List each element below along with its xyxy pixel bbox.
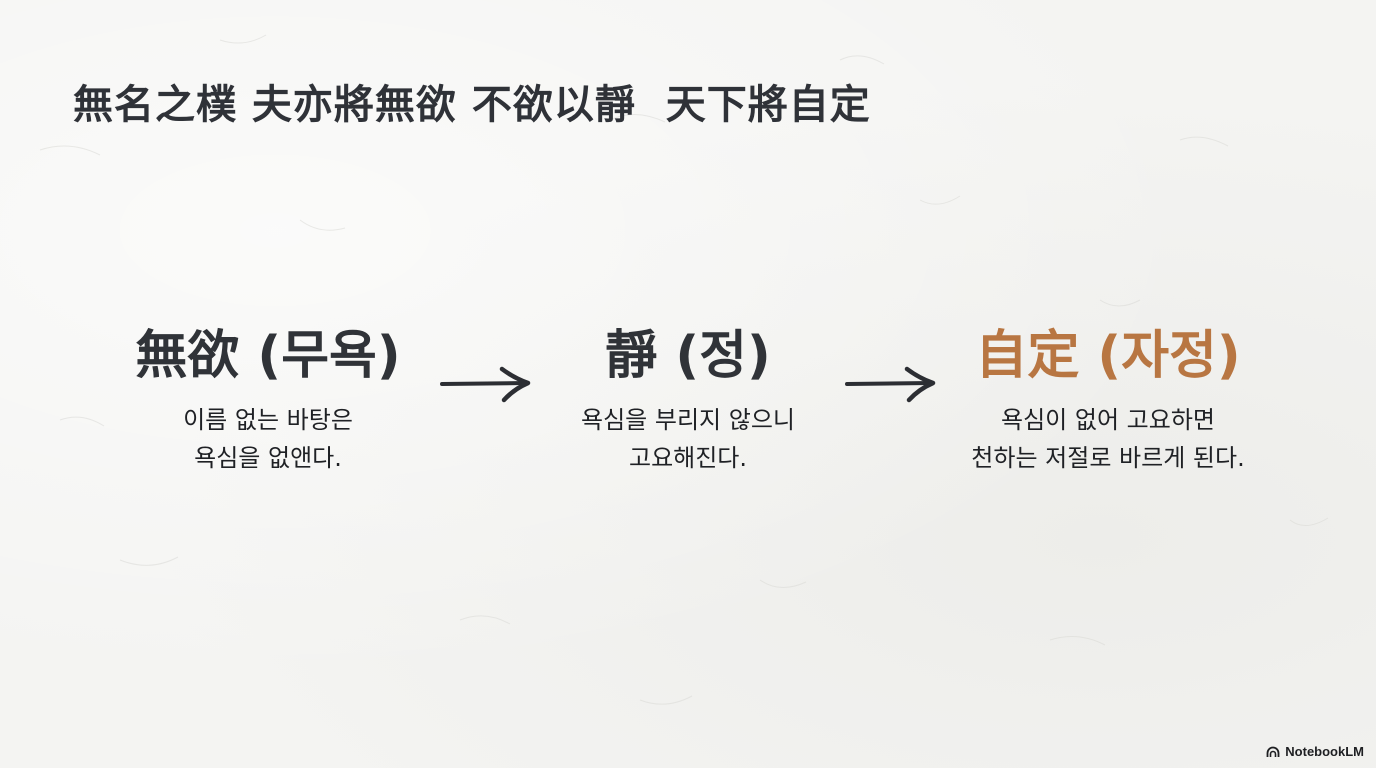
notebooklm-logo-icon <box>1266 746 1280 757</box>
stage-description: 이름 없는 바탕은 욕심을 없앤다. <box>58 401 478 477</box>
stage-description-line: 욕심이 없어 고요하면 <box>1001 406 1215 434</box>
stage-label: 無欲 (무욕) <box>135 326 401 386</box>
stage-no-desire: 無欲 (무욕) 이름 없는 바탕은 욕심을 없앤다. <box>58 325 478 477</box>
arrow-right-icon <box>440 366 531 403</box>
stage-description-line: 욕심을 부리지 않으니 <box>581 406 795 434</box>
brand-label: NotebookLM <box>1285 744 1364 759</box>
brand-watermark: NotebookLM <box>1266 744 1364 759</box>
stage-description: 욕심이 없어 고요하면 천하는 저절로 바르게 된다. <box>898 401 1318 477</box>
page-title: 無名之樸 夫亦將無欲 不欲以靜 天下將自定 <box>73 82 871 128</box>
stage-description-line: 천하는 저절로 바르게 된다. <box>971 444 1245 472</box>
stage-stillness: 靜 (정) 욕심을 부리지 않으니 고요해진다. <box>478 325 898 477</box>
stage-description-line: 욕심을 없앤다. <box>194 444 342 472</box>
stage-description-line: 이름 없는 바탕은 <box>183 406 353 434</box>
stage-description: 욕심을 부리지 않으니 고요해진다. <box>478 401 898 477</box>
stage-self-settled: 自定 (자정) 욕심이 없어 고요하면 천하는 저절로 바르게 된다. <box>898 325 1318 477</box>
stage-description-line: 고요해진다. <box>628 444 748 472</box>
arrow-right-icon <box>845 366 936 403</box>
stage-label: 靜 (정) <box>605 326 771 386</box>
stage-label: 自定 (자정) <box>975 326 1241 386</box>
